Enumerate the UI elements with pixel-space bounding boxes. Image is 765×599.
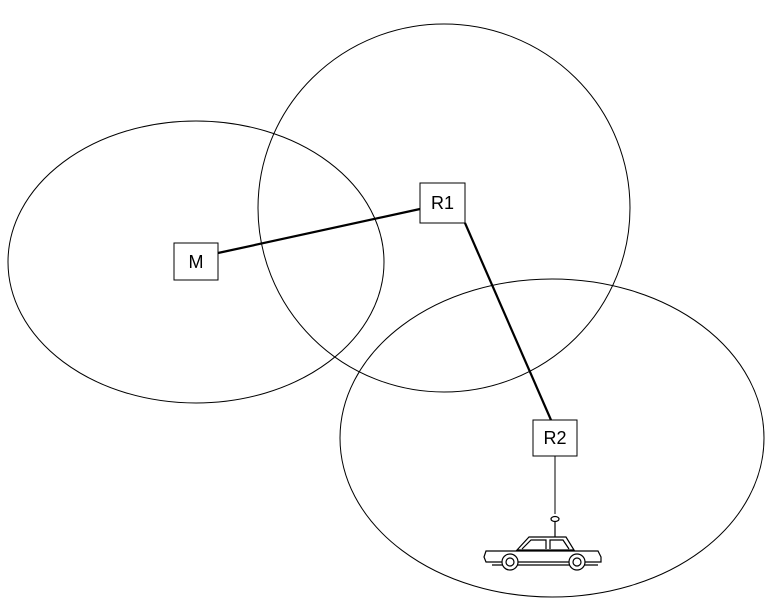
antenna-icon xyxy=(550,515,560,537)
coverage-area-r1 xyxy=(257,23,631,393)
node-r1-label: R1 xyxy=(431,193,454,213)
node-m-box xyxy=(173,242,219,281)
link-m-r1 xyxy=(217,207,421,255)
node-r2-box xyxy=(532,419,578,457)
node-r2-label: R2 xyxy=(543,428,566,448)
node-r1: R1 xyxy=(419,182,466,224)
node-r1-box xyxy=(419,182,466,224)
car-icon xyxy=(483,536,602,571)
coverage-area-r2 xyxy=(339,278,765,598)
node-m: M xyxy=(173,242,219,281)
node-r2: R2 xyxy=(532,419,578,457)
link-r1-r2 xyxy=(463,222,553,421)
node-m-label: M xyxy=(189,252,204,272)
coverage-area-m xyxy=(7,120,385,404)
